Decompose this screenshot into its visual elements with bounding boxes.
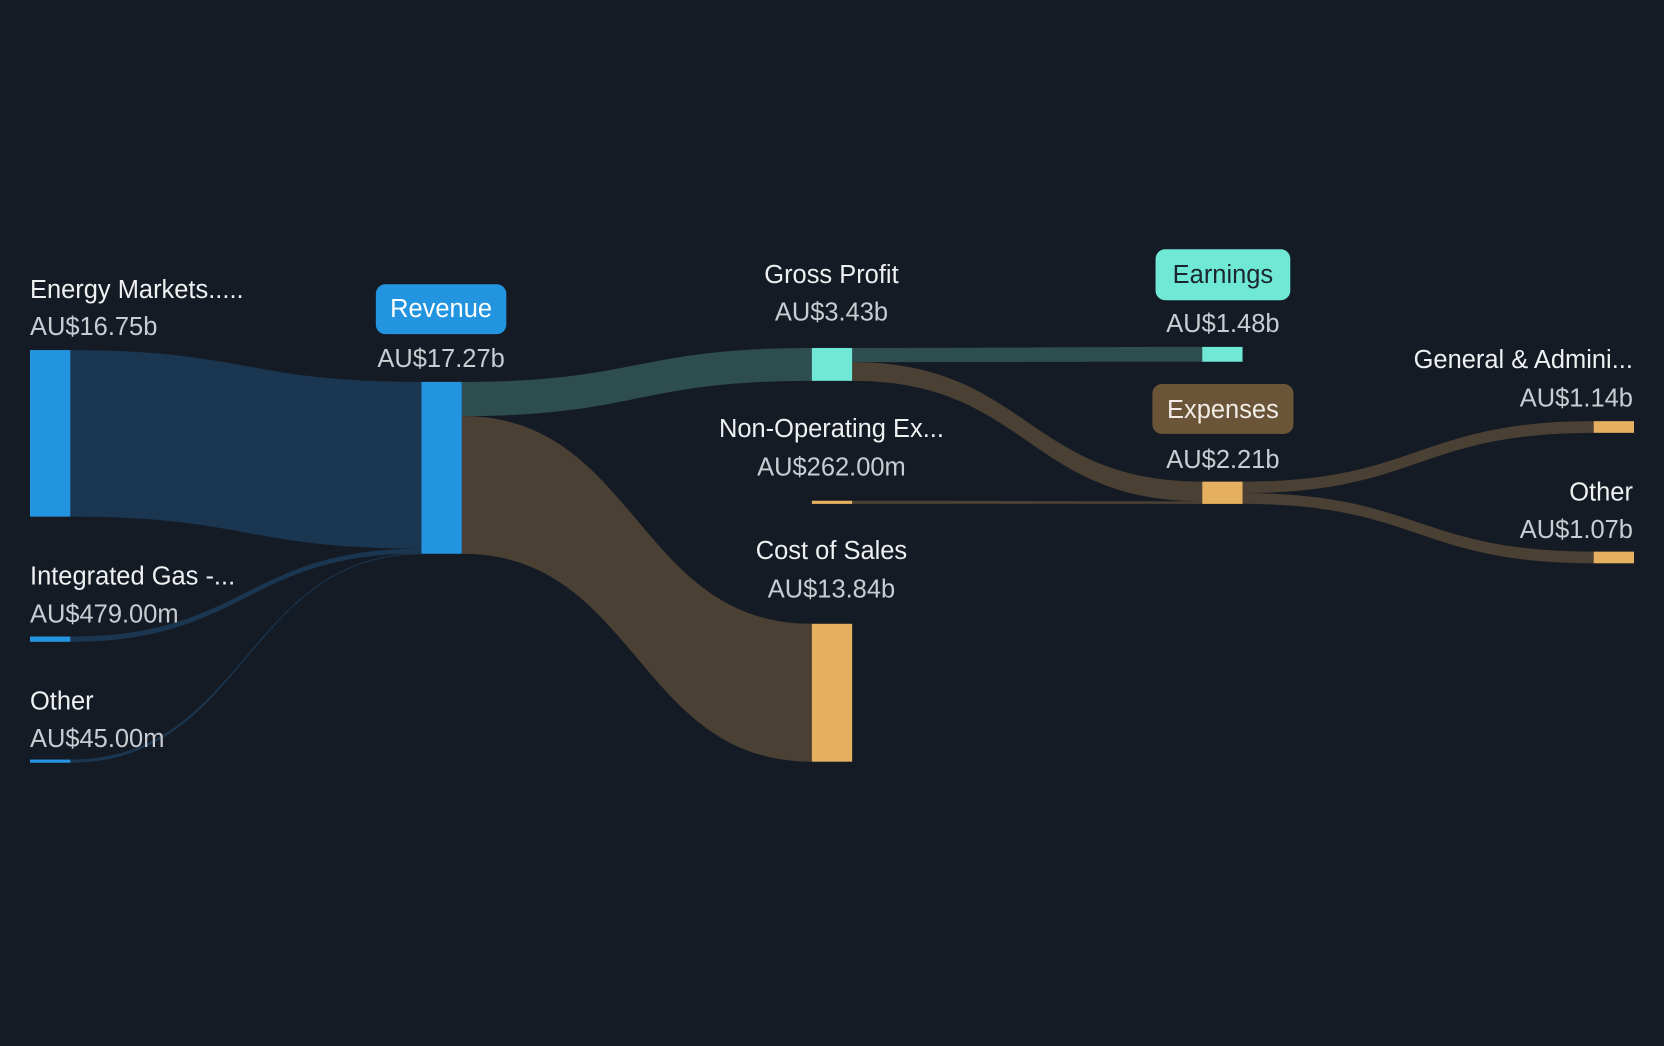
node-gas xyxy=(29,636,71,642)
link-other_in-to-revenue xyxy=(70,553,422,763)
earnings-label: Earnings xyxy=(1173,261,1273,289)
general-admin-value: AU$1.14b xyxy=(1520,384,1633,412)
non-operating-label: Non-Operating Ex... xyxy=(719,415,944,443)
expenses-value: AU$2.21b xyxy=(1166,446,1279,474)
earnings-badge xyxy=(1155,249,1291,301)
other-out-value: AU$1.07b xyxy=(1520,516,1633,544)
links xyxy=(70,346,1594,763)
link-gas-to-revenue xyxy=(70,548,422,642)
gross-profit-label: Gross Profit xyxy=(764,261,898,289)
cost-of-sales-label: Cost of Sales xyxy=(756,537,907,565)
cost-of-sales-value: AU$13.84b xyxy=(768,575,895,603)
revenue-badge xyxy=(375,284,507,335)
node-cos xyxy=(811,623,853,762)
expenses-badge xyxy=(1152,384,1294,434)
gross-profit-value: AU$3.43b xyxy=(775,298,888,326)
earnings-value: AU$1.48b xyxy=(1166,310,1279,338)
link-nonop-to-expenses xyxy=(852,500,1203,504)
other-out-label: Other xyxy=(1569,479,1633,507)
link-revenue-to-cos xyxy=(461,416,812,762)
node-earnings xyxy=(1202,346,1243,362)
other-in-value: AU$45.00m xyxy=(30,725,164,753)
non-operating-value: AU$262.00m xyxy=(757,453,906,481)
node-expenses xyxy=(1202,481,1243,504)
energy-label: Energy Markets..... xyxy=(30,276,244,304)
node-gross xyxy=(811,347,853,381)
gas-label: Integrated Gas -... xyxy=(30,563,235,591)
node-ga xyxy=(1593,421,1635,433)
node-nonop xyxy=(811,500,853,504)
node-other_in xyxy=(29,759,71,763)
link-expenses-to-ga xyxy=(1242,421,1594,494)
general-admin-label: General & Admini... xyxy=(1414,346,1633,374)
node-other_out xyxy=(1593,551,1635,564)
link-gross-to-earnings xyxy=(852,346,1203,363)
other-in-label: Other xyxy=(30,688,94,716)
link-expenses-to-other_out xyxy=(1242,493,1594,564)
expenses-label: Expenses xyxy=(1167,396,1279,424)
gas-value: AU$479.00m xyxy=(30,601,179,629)
revenue-value: AU$17.27b xyxy=(377,345,504,373)
link-gross-to-expenses xyxy=(852,362,1203,502)
revenue-label: Revenue xyxy=(390,295,492,323)
node-energy xyxy=(29,350,71,517)
nodes xyxy=(29,346,1635,763)
link-energy-to-revenue xyxy=(70,350,422,549)
energy-value: AU$16.75b xyxy=(30,313,157,341)
link-revenue-to-gross xyxy=(461,347,812,417)
node-revenue xyxy=(421,381,462,554)
